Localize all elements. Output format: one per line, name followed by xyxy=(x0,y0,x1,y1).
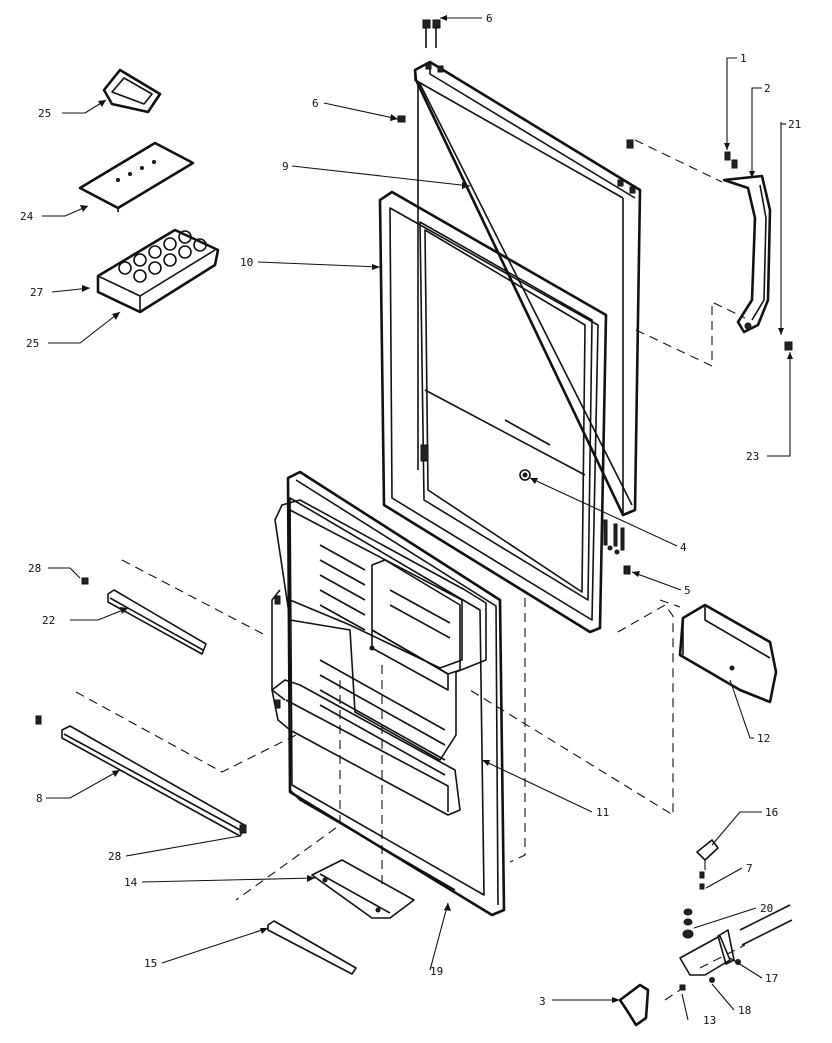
callout-5: 5 xyxy=(684,584,691,597)
callout-25-lower: 25 xyxy=(26,337,39,350)
door-top-screws xyxy=(397,19,634,149)
shelf-rail-upper xyxy=(81,577,207,655)
inner-door-liner xyxy=(271,470,506,917)
hinge-bracket-top xyxy=(696,839,719,890)
handle-screw xyxy=(780,122,793,351)
leader-lines xyxy=(42,17,791,1021)
callout-28-lower: 28 xyxy=(108,850,121,863)
callout-21: 21 xyxy=(788,118,801,131)
bottom-screws xyxy=(603,519,631,575)
callout-18: 18 xyxy=(738,1004,751,1017)
callout-16: 16 xyxy=(765,806,778,819)
handle xyxy=(722,151,772,334)
callout-8: 8 xyxy=(36,792,43,805)
door-gasket xyxy=(378,190,608,634)
callout-4: 4 xyxy=(680,541,687,554)
callout-6-top: 6 xyxy=(486,12,493,25)
bottom-rail xyxy=(267,920,357,975)
ice-bucket-small xyxy=(102,68,162,114)
shelf-rail-lower xyxy=(35,715,247,837)
callout-20: 20 xyxy=(760,902,773,915)
leader-arrowheads xyxy=(80,15,793,1003)
bottom-cover xyxy=(311,859,415,919)
callout-27: 27 xyxy=(30,286,43,299)
callout-19: 19 xyxy=(430,965,443,978)
callout-13: 13 xyxy=(703,1014,716,1027)
door-outer-panel xyxy=(413,60,642,517)
callout-7: 7 xyxy=(746,862,753,875)
callout-labels: 1 2 3 4 5 6 6 7 8 9 10 11 12 13 14 15 16… xyxy=(20,12,801,1027)
callout-3: 3 xyxy=(539,995,546,1008)
callout-6-left: 6 xyxy=(312,97,319,110)
callout-25-top: 25 xyxy=(38,107,51,120)
callout-17: 17 xyxy=(765,972,778,985)
callout-14: 14 xyxy=(124,876,138,889)
hinge-screw xyxy=(679,984,686,991)
hinge-bracket-bottom xyxy=(679,904,793,983)
callout-2: 2 xyxy=(764,82,771,95)
callout-24: 24 xyxy=(20,210,34,223)
dairy-door xyxy=(678,603,778,704)
callout-10: 10 xyxy=(240,256,253,269)
callout-11: 11 xyxy=(596,806,609,819)
callout-15: 15 xyxy=(144,957,157,970)
hinge-pin-washers xyxy=(682,908,694,939)
callout-1: 1 xyxy=(740,52,747,65)
callout-28-top: 28 xyxy=(28,562,41,575)
ice-scoop-plate xyxy=(78,141,195,212)
ice-tray xyxy=(96,228,220,314)
callout-23: 23 xyxy=(746,450,759,463)
callout-9: 9 xyxy=(282,160,289,173)
hinge-cover xyxy=(618,983,650,1027)
callout-22: 22 xyxy=(42,614,55,627)
callout-12: 12 xyxy=(757,732,770,745)
